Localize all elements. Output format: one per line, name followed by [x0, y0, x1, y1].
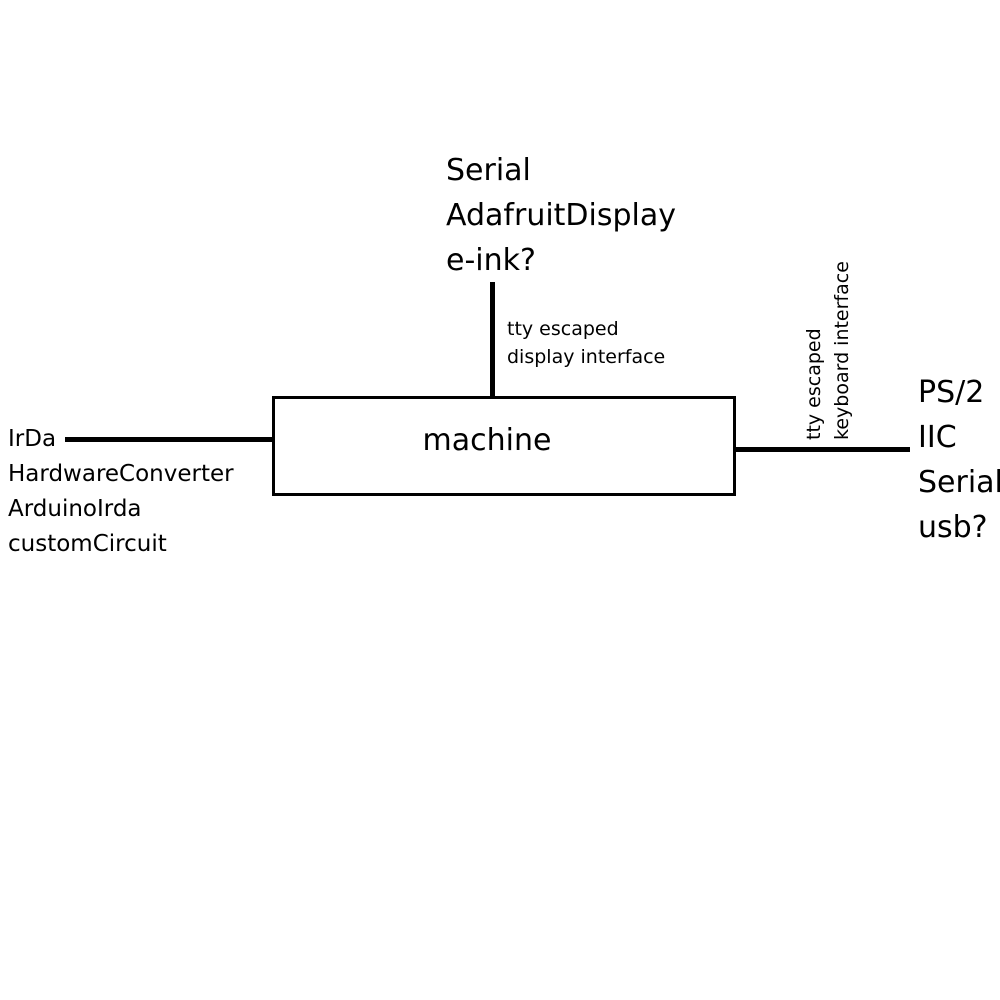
left-option: ArduinoIrda: [8, 496, 142, 522]
interface-line: keyboard interface: [831, 261, 853, 440]
interface-line: display interface: [507, 346, 666, 368]
right-option: Serial: [918, 465, 1000, 500]
left-option: customCircuit: [8, 531, 167, 557]
top-option: Serial: [446, 153, 531, 188]
right-connector-line: [736, 447, 910, 452]
right-option: IIC: [918, 420, 957, 455]
left-option: HardwareConverter: [8, 461, 234, 487]
interface-line: tty escaped: [803, 328, 825, 440]
machine-label: machine: [422, 423, 552, 458]
left-options-list: IrDa HardwareConverter ArduinoIrda custo…: [8, 422, 234, 562]
top-option: e-ink?: [446, 243, 536, 278]
left-connector-line: [65, 437, 273, 442]
right-option: usb?: [918, 510, 988, 545]
left-option: IrDa: [8, 426, 57, 452]
display-interface-label: tty escaped display interface: [507, 315, 665, 371]
interface-line: tty escaped: [507, 318, 619, 340]
machine-box: [272, 396, 736, 496]
keyboard-interface-label: tty escaped keyboard interface: [800, 240, 856, 440]
right-options-list: PS/2 IIC Serial usb?: [918, 370, 1000, 550]
top-options-list: Serial AdafruitDisplay e-ink?: [446, 148, 676, 283]
right-option: PS/2: [918, 375, 985, 410]
top-option: AdafruitDisplay: [446, 198, 677, 233]
top-connector-line: [490, 282, 495, 397]
